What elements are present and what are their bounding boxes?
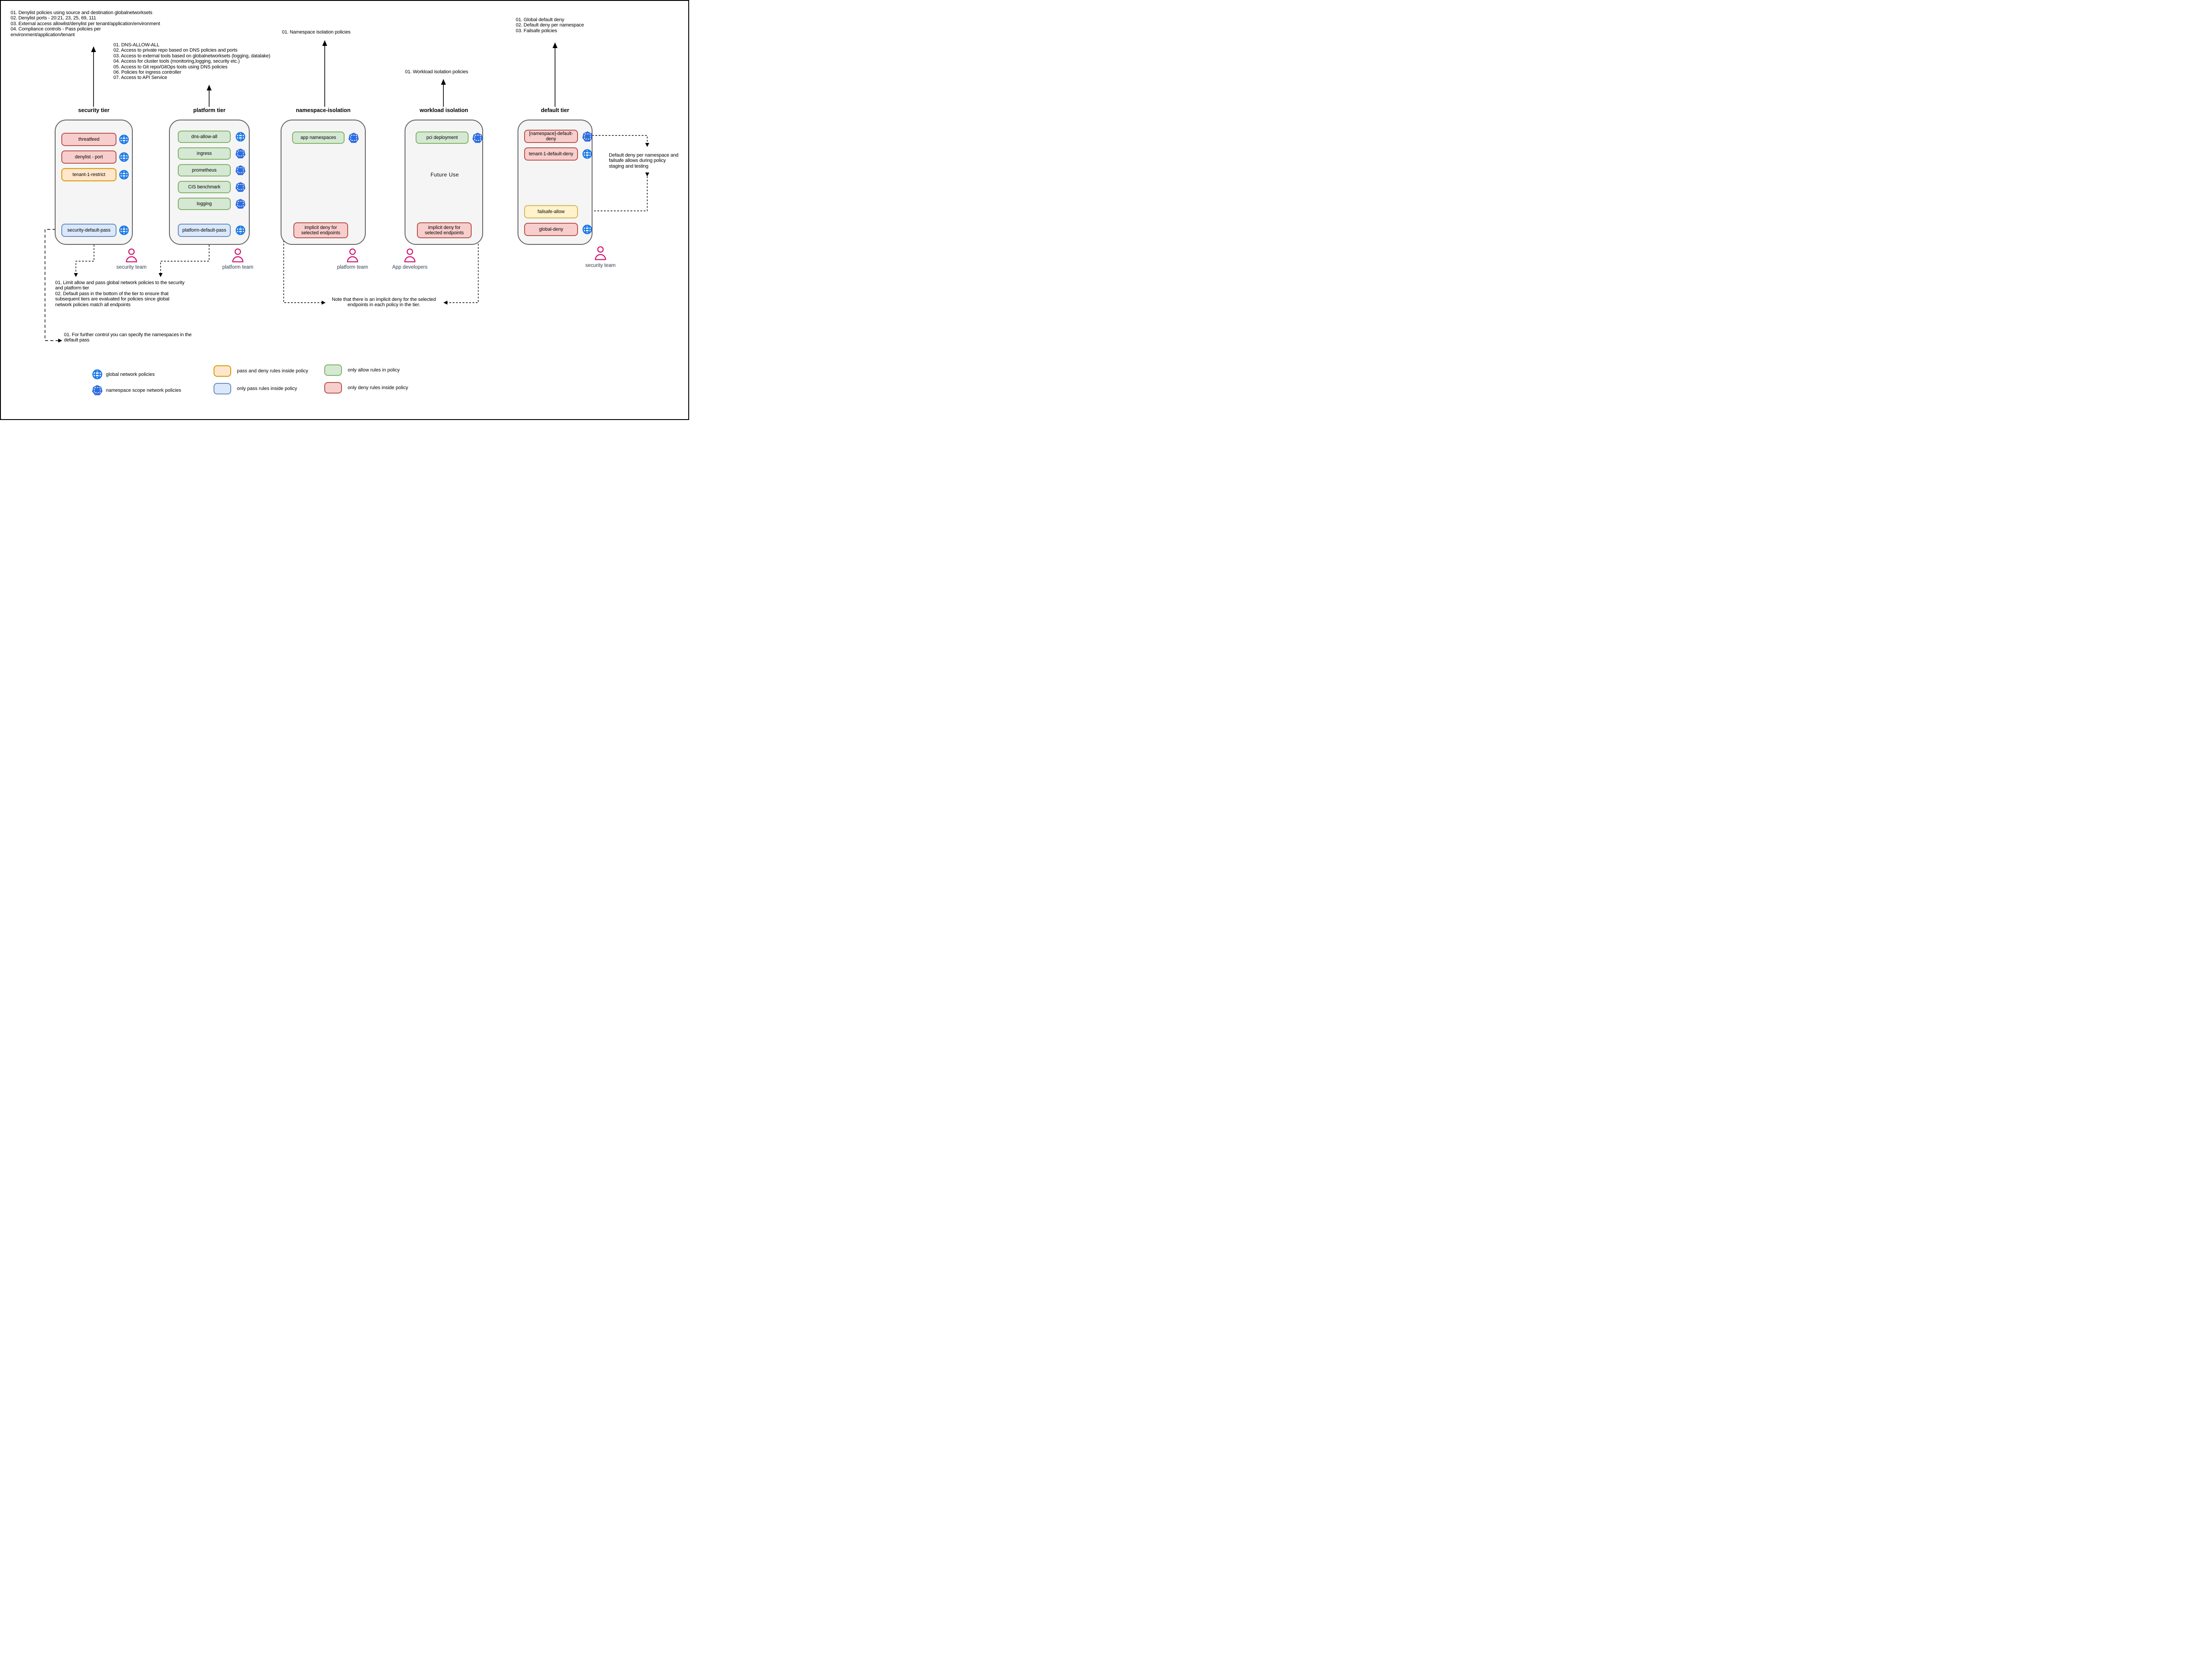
tier-platform: dns-allow-all ingress prometheus CIS ben… [169,120,250,245]
policy-global-deny: global-deny [524,223,578,236]
globe-icon [119,225,129,235]
globe-icon [582,149,592,159]
globe-icon [119,135,129,144]
policy-implicit-deny-ns: implicit deny for selected endpoints [293,222,348,238]
policy-security-default-pass: security-default-pass [61,224,116,237]
namespace-icon [235,182,246,192]
person-icon [126,248,137,262]
legend-swatch-only-deny [324,382,342,394]
note-namespace-isolation: 01. Namespace isolation policies [282,30,351,35]
namespace-icon [235,148,246,159]
namespace-icon [92,385,103,396]
policy-namespace-default-deny: [namespace]-default-deny [524,130,578,143]
policy-pci-deployment: pci deployment [416,131,469,144]
policy-tenant-1-default-deny: tenant-1-default-deny [524,147,578,161]
tier-label-workload-isolation: workload isolation [420,107,468,113]
person-icon [232,248,244,262]
tier-default: [namespace]-default-deny tenant-1-defaul… [518,120,593,245]
note-security-tier-list: 01. Denylist policies using source and d… [11,10,160,38]
tier-label-security: security tier [78,107,109,113]
tier-workload-isolation: pci deployment Future Use implicit deny … [405,120,483,245]
tier-label-platform: platform tier [193,107,225,113]
legend-pass-deny: pass and deny rules inside policy [237,368,308,374]
diagram-canvas: 01. Denylist policies using source and d… [0,0,689,420]
connector-nsdefaultdeny-right-note [592,135,648,143]
person-icon [404,248,416,262]
person-icon [347,248,358,262]
policy-dns-allow-all: dns-allow-all [178,131,231,143]
legend-swatch-pass-deny [214,365,231,377]
legend-swatch-only-allow [324,364,342,376]
future-use-label: Future Use [430,172,459,178]
globe-icon [119,152,129,162]
tier-security: threatfeed denylist - port tenant-1-rest… [55,120,133,245]
legend-namespace-policies: namespace scope network policies [106,388,181,393]
team-label-platform-1: platform team [222,265,254,270]
policy-threatfeed: threatfeed [61,133,116,146]
note-limit-allow-pass: 01. Limit allow and pass global network … [55,280,185,308]
globe-icon [236,225,245,235]
connector-security-limit-note [75,245,94,274]
policy-failsafe-allow: failsafe-allow [524,205,578,218]
tier-label-namespace-isolation: namespace-isolation [296,107,351,113]
tier-label-default: default tier [541,107,569,113]
connector-platform-limit-note [160,245,210,274]
namespace-icon [235,199,246,209]
policy-cis-benchmark: CIS benchmark [178,181,231,193]
namespace-icon [235,165,246,176]
team-label-app-developers: App developers [392,265,428,270]
note-further-control: 01. For further control you can specify … [64,332,192,343]
legend-swatch-only-pass [214,383,231,394]
note-implicit-deny: Note that there is an implicit deny for … [332,297,436,308]
team-label-platform-2: platform team [337,265,368,270]
legend-only-deny: only deny rules inside policy [348,385,408,390]
tier-namespace-isolation: app namespaces implicit deny for selecte… [281,120,366,245]
globe-icon [236,132,245,142]
policy-tenant-1-restrict: tenant-1-restrict [61,168,116,181]
policy-logging: logging [178,198,231,210]
policy-app-namespaces: app namespaces [292,131,345,144]
policy-platform-default-pass: platform-default-pass [178,224,231,237]
note-workload-isolation: 01. Workload isolation policies [405,69,469,75]
policy-prometheus: prometheus [178,164,231,176]
globe-icon [92,369,102,379]
person-icon [595,246,606,260]
legend-only-allow: only allow rules in policy [348,368,400,373]
policy-ingress: ingress [178,147,231,160]
team-label-security-2: security team [585,263,616,268]
team-label-security-1: security team [116,265,147,270]
namespace-icon [348,132,359,143]
policy-denylist-port: denylist - port [61,150,116,164]
globe-icon [119,170,129,180]
globe-icon [582,225,592,234]
legend-only-pass: only pass rules inside policy [237,386,297,391]
namespace-icon [472,132,483,143]
namespace-icon [582,131,593,142]
policy-implicit-deny-workload: implicit deny for selected endpoints [417,222,472,238]
legend-global-policies: global network policies [106,372,155,377]
